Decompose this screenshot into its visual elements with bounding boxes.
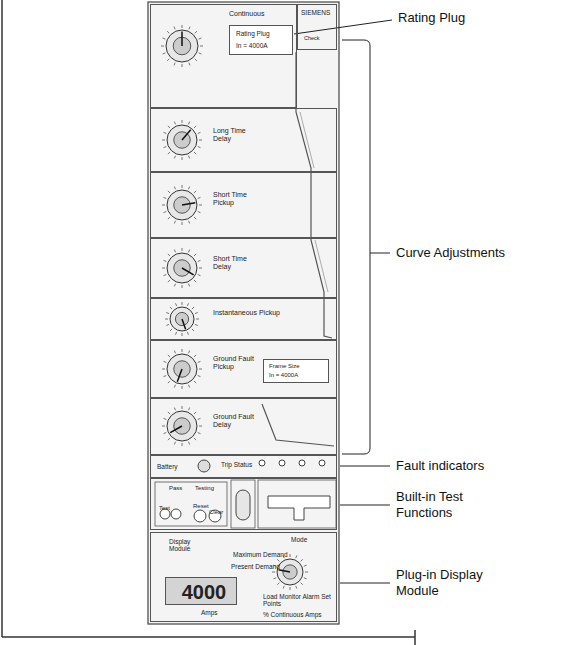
- callout-label: Curve Adjustments: [394, 245, 548, 261]
- display-module: Display Module ModeMaximum DemandPresent …: [150, 532, 337, 622]
- panel-text: Short Time Pickup: [213, 191, 257, 206]
- test-connector: [268, 496, 330, 520]
- adjustment-dial: [162, 349, 202, 389]
- trip-status-row: Battery Trip Status: [150, 455, 337, 478]
- bracket: [342, 40, 370, 454]
- fault-indicator: [279, 460, 285, 466]
- panel-text: Amps: [201, 609, 231, 616]
- frame-size-box: Frame Size In = 4000A: [263, 359, 329, 383]
- panel-text: Mode: [291, 536, 321, 543]
- reset-button: [194, 510, 206, 522]
- panel-text: Ground Fault Delay: [213, 413, 257, 428]
- panel-text: Ground Fault Pickup: [213, 355, 257, 370]
- test-subpanel: [258, 480, 336, 528]
- fault-indicator: [299, 460, 305, 466]
- panel-text: Test: [159, 505, 181, 512]
- frame-line: [2, 636, 415, 638]
- panel-text: Pass: [169, 485, 191, 492]
- short-time-delay-section: Short Time Delay: [150, 238, 337, 298]
- adjustment-dial: [162, 185, 202, 225]
- adjustment-dial: [162, 120, 202, 160]
- brand-panel: SIEMENS Check: [297, 4, 337, 50]
- panel-text: Trip Status: [221, 461, 255, 468]
- panel-text: In = 4000A: [269, 372, 325, 379]
- test-subpanel: [231, 480, 255, 528]
- leader-line: [294, 20, 392, 34]
- callout-label: Built-in Test Functions: [394, 489, 508, 522]
- panel-text: SIEMENS: [301, 9, 335, 16]
- adjustment-dial: [161, 25, 203, 67]
- leader-line: [370, 253, 390, 254]
- panel-text: Display Module: [169, 538, 209, 552]
- panel-text: 4000: [172, 581, 236, 603]
- panel-text: Continuous: [229, 10, 289, 18]
- panel-text: Instantaneous Pickup: [213, 309, 293, 317]
- frame-line: [1, 0, 3, 637]
- frame-line: [414, 630, 416, 645]
- continuous-section: ContinuousRating Plug In = 4000A: [150, 4, 297, 108]
- panel-text: Present Demand: [231, 563, 291, 570]
- test-panel: Pass TestingTest ResetClear: [150, 478, 337, 530]
- leader-line: [340, 466, 390, 467]
- test-port: [236, 490, 250, 520]
- panel-text: In = 4000A: [236, 42, 288, 49]
- test-subpanel: [155, 482, 227, 526]
- callout-label: Rating Plug: [396, 10, 490, 26]
- curve-trace: [296, 52, 332, 338]
- leader-line: [340, 583, 390, 584]
- panel-text: Load Monitor Alarm Set Points: [263, 593, 333, 607]
- adjustment-dial: [162, 406, 202, 446]
- faceplate: [148, 2, 339, 624]
- panel-text: Frame Size: [269, 363, 325, 370]
- leader-line: [340, 505, 390, 506]
- panel-text: Battery: [157, 463, 191, 470]
- panel-text: Maximum Demand: [233, 551, 303, 558]
- panel-text: Clear: [209, 509, 231, 516]
- callout-label: Fault indicators: [394, 458, 548, 474]
- ground-fault-delay-section: Ground Fault Delay: [150, 398, 337, 455]
- adjustment-dial: [165, 302, 199, 336]
- panel-text: Check: [304, 35, 334, 41]
- curve-trace: [300, 112, 314, 168]
- curve-trace: [315, 240, 328, 292]
- lcd-readout: 4000: [165, 577, 237, 605]
- adjustment-dial: [162, 248, 202, 288]
- fault-indicator: [259, 460, 265, 466]
- adjustment-dial: [272, 554, 308, 590]
- panel-text: Long Time Delay: [213, 127, 257, 142]
- short-time-pickup-section: Short Time Pickup: [150, 172, 337, 238]
- panel-text: Rating Plug: [236, 30, 288, 37]
- battery-button: [198, 460, 210, 472]
- long-time-section: Long Time Delay: [150, 108, 337, 172]
- instantaneous-section: Instantaneous Pickup: [150, 298, 337, 340]
- panel-text: Short Time Delay: [213, 255, 257, 270]
- panel-text: % Continuous Amps: [263, 611, 335, 618]
- rating-plug: Rating Plug In = 4000A: [229, 25, 293, 55]
- callout-label: Plug-in Display Module: [394, 567, 508, 600]
- ground-fault-curve: [262, 404, 334, 446]
- ground-fault-pickup-section: Ground Fault PickupFrame Size In = 4000A: [150, 340, 337, 398]
- fault-indicator: [319, 460, 325, 466]
- panel-text: Reset: [193, 503, 215, 510]
- test-button: [171, 509, 181, 519]
- panel-text: Testing: [195, 485, 225, 492]
